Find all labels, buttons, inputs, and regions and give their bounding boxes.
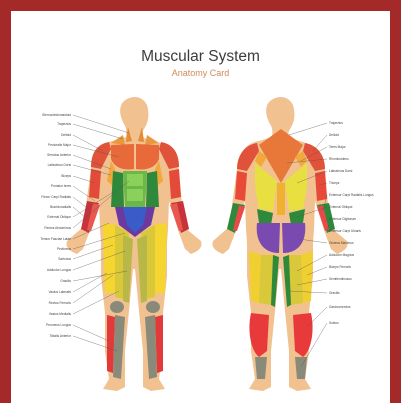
front-label-trapezius: Trapezius bbox=[15, 122, 71, 126]
anatomy-card: Muscular System Anatomy Card bbox=[11, 11, 390, 403]
front-label-pectineus: Pectineus bbox=[15, 247, 71, 251]
front-label-vastus-medialis: Vastus Medialis bbox=[15, 312, 71, 316]
front-label-vastus-lateralis: Vastus Lateralis bbox=[15, 290, 71, 294]
back-label-adductor-magnus: Adductor Magnus bbox=[329, 253, 387, 257]
front-label-peroneus-longus: Peroneus Longus bbox=[15, 323, 71, 327]
back-label-triceps: Triceps bbox=[329, 181, 387, 185]
front-label-sternocleidomastoid: Sternocleidomastoid bbox=[15, 113, 71, 117]
front-label-adductor-longus: Adductor Longus bbox=[15, 268, 71, 272]
front-label-deltoid: Deltoid bbox=[15, 133, 71, 137]
back-label-biceps-femoris: Biceps Femoris bbox=[329, 265, 387, 269]
front-label-tibialis-anterior: Tibialis Anterior bbox=[15, 334, 71, 338]
front-label-latissimus-dorsi: Latissimus Dorsi bbox=[15, 163, 71, 167]
back-label-teres-major: Teres Major bbox=[329, 145, 387, 149]
back-label-latissimus-dorsi: Latissimus Dorsi bbox=[329, 169, 387, 173]
front-label-pronator-teres: Pronator teres bbox=[15, 184, 71, 188]
front-label-external-oblique: External Oblique bbox=[15, 215, 71, 219]
front-label-flexor-carpi-radialis: Flexor Carpi Radialis bbox=[15, 195, 71, 199]
back-label-extensor-digitorum: Extensor Digitorum bbox=[329, 217, 387, 221]
front-label-serratus-anterior: Serratus Anterior bbox=[15, 153, 71, 157]
front-label-rectus-femoris: Rectus Femoris bbox=[15, 301, 71, 305]
back-label-gluteus-maximus: Gluteus Maximus bbox=[329, 241, 387, 245]
front-label-pectoralis-major: Pectoralis Major bbox=[15, 143, 71, 147]
front-label-tensor-fasciae-latae: Tensor Fasciae Latae bbox=[15, 237, 71, 241]
front-label-rectus-abdominus: Rectus Abdominus bbox=[15, 226, 71, 230]
back-label-trapezius: Trapezius bbox=[329, 121, 387, 125]
front-label-gracilis: Gracilis bbox=[15, 279, 71, 283]
front-label-biceps: Biceps bbox=[15, 174, 71, 178]
front-figure bbox=[66, 97, 201, 391]
back-label-semitendinosus: Semitendinosus bbox=[329, 277, 387, 281]
back-label-soleus: Soleus bbox=[329, 321, 387, 325]
back-label-rhomboideus: Rhomboideus bbox=[329, 157, 387, 161]
back-label-extensor-carpi-radialis-longus: Extensor Carpi Radialis Longus bbox=[329, 193, 387, 197]
front-label-sartorius: Sartorius bbox=[15, 257, 71, 261]
front-label-brachioradialis: Brachioradialis bbox=[15, 205, 71, 209]
back-figure bbox=[212, 97, 347, 391]
back-label-extensor-carpi-ulnaris: Extensor Carpi Ulnaris bbox=[329, 229, 387, 233]
back-label-gracilis: Gracilis bbox=[329, 291, 387, 295]
back-label-gastrocnemius: Gastrocnemius bbox=[329, 305, 387, 309]
back-label-deltoid: Deltoid bbox=[329, 133, 387, 137]
back-label-external-oblique: External Oblique bbox=[329, 205, 387, 209]
